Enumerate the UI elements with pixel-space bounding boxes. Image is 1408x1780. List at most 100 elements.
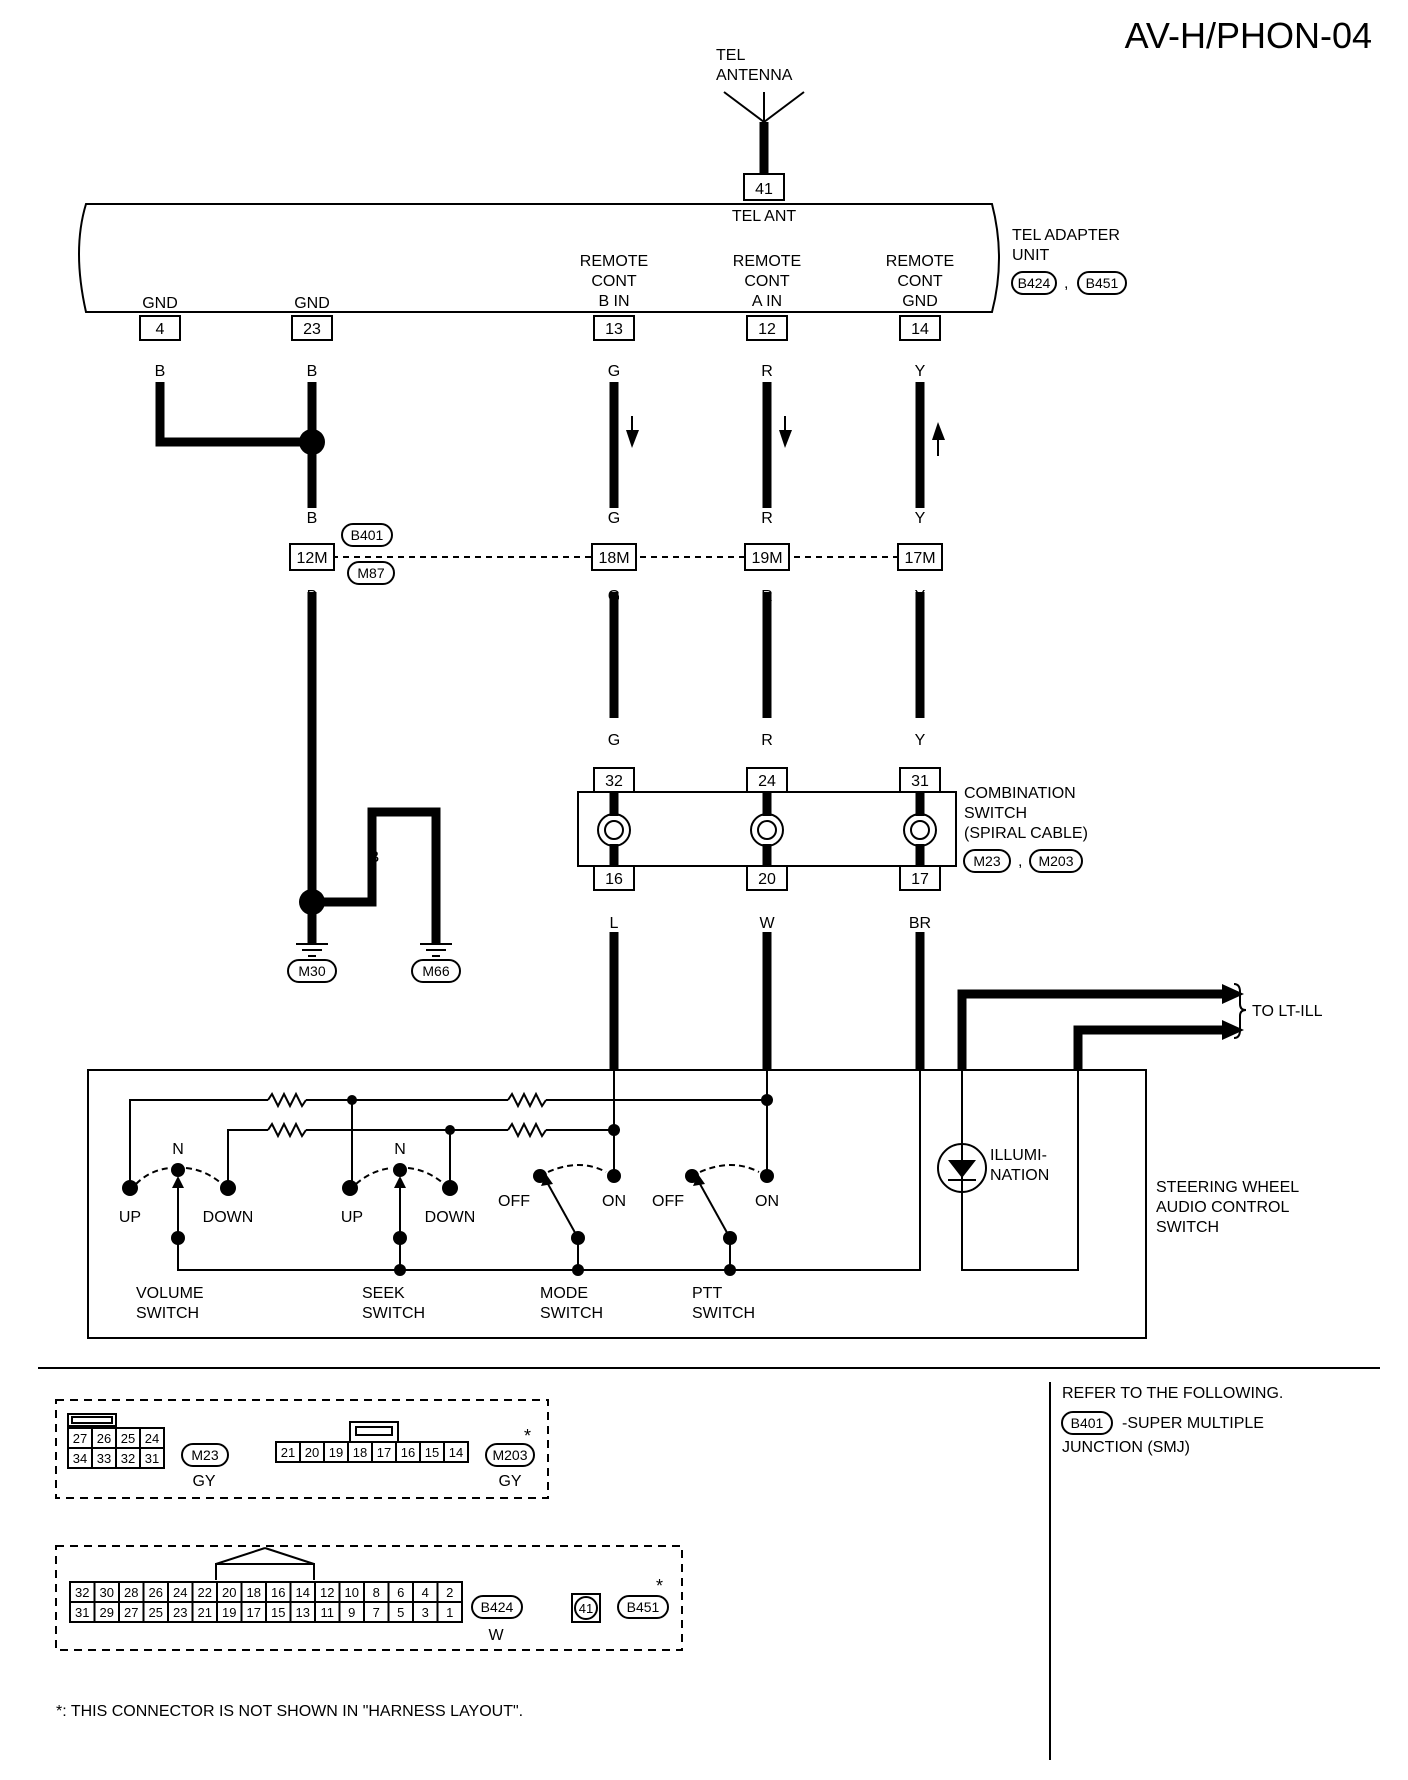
svg-text:OFF: OFF <box>498 1193 530 1210</box>
arrow-down-b <box>626 430 639 448</box>
pin-number: 6 <box>397 1585 404 1600</box>
pin-number: 28 <box>124 1585 138 1600</box>
svg-text:M30: M30 <box>298 963 325 979</box>
svg-text:CONT: CONT <box>897 273 943 290</box>
pin-number: 14 <box>449 1445 463 1460</box>
connector-pin <box>443 1441 469 1463</box>
pin-number: 27 <box>124 1605 138 1620</box>
svg-text:*: * <box>524 1426 531 1446</box>
pin-number: 16 <box>271 1585 285 1600</box>
pin-number: 18 <box>353 1445 367 1460</box>
tel-adapter-unit-box <box>78 203 1000 313</box>
svg-text:32: 32 <box>605 773 623 790</box>
pin-number: 32 <box>121 1451 135 1466</box>
combination-switch: G R Y 32 24 31 16 20 17 L W BR COMBINATI… <box>577 732 1088 932</box>
svg-text:SWITCH: SWITCH <box>964 805 1027 822</box>
pin-number: 19 <box>329 1445 343 1460</box>
antenna-pin-label: TEL ANT <box>732 208 797 225</box>
pin-number: 17 <box>247 1605 261 1620</box>
pin-number: 32 <box>75 1585 89 1600</box>
svg-text:JUNCTION (SMJ): JUNCTION (SMJ) <box>1062 1439 1190 1456</box>
connector-badge-b424 <box>1011 271 1057 295</box>
pin-number: 31 <box>145 1451 159 1466</box>
svg-text:REFER TO THE FOLLOWING.: REFER TO THE FOLLOWING. <box>1062 1385 1283 1402</box>
wire-gnd-4 <box>155 382 312 447</box>
svg-text:M203: M203 <box>492 1447 527 1463</box>
svg-text:M203: M203 <box>1038 853 1073 869</box>
pin-number: 15 <box>425 1445 439 1460</box>
pin-number: 15 <box>271 1605 285 1620</box>
svg-text:-SUPER MULTIPLE: -SUPER MULTIPLE <box>1122 1415 1264 1432</box>
svg-text:B424: B424 <box>1018 275 1051 291</box>
wire-lt-ill-1 <box>957 989 1222 1070</box>
svg-text:31: 31 <box>911 773 929 790</box>
resistor-2 <box>507 1091 547 1109</box>
pin-number: 25 <box>121 1431 135 1446</box>
pin-number: 9 <box>348 1605 355 1620</box>
svg-text:B: B <box>307 588 318 605</box>
arrow-down-a <box>779 430 792 448</box>
svg-text:Y: Y <box>915 588 926 605</box>
svg-text:24: 24 <box>758 773 776 790</box>
pin-number: 19 <box>222 1605 236 1620</box>
svg-text:R: R <box>761 588 773 605</box>
svg-text:B424: B424 <box>481 1599 514 1615</box>
svg-text:CONT: CONT <box>744 273 790 290</box>
svg-text:REMOTE: REMOTE <box>580 253 648 270</box>
ground-symbol-m66: M66 <box>411 943 461 983</box>
connector-pin <box>139 1447 165 1469</box>
adapter-pin-remote-gnd: REMOTE CONT GND 14 Y <box>886 253 954 380</box>
svg-text:ON: ON <box>602 1193 626 1210</box>
footnote: *: THIS CONNECTOR IS NOT SHOWN IN "HARNE… <box>56 1703 523 1720</box>
svg-text:13: 13 <box>605 321 623 338</box>
svg-text:G: G <box>608 363 620 380</box>
steering-wheel-switch: STEERING WHEEL AUDIO CONTROL SWITCH N UP <box>87 1069 1299 1339</box>
svg-text:W: W <box>488 1627 504 1644</box>
wire-ground-m66 <box>312 807 441 944</box>
svg-text:SEEK: SEEK <box>362 1285 405 1302</box>
svg-text:N: N <box>172 1141 184 1158</box>
svg-text:GND: GND <box>294 295 330 312</box>
connector-badge-m203 <box>1029 849 1083 873</box>
svg-text:4: 4 <box>156 321 165 338</box>
pin-number: 11 <box>321 1605 335 1620</box>
resistor-3 <box>267 1121 307 1139</box>
tel-adapter-title-2: UNIT <box>1012 247 1050 264</box>
pin-number: 24 <box>173 1585 187 1600</box>
svg-text:20: 20 <box>758 871 776 888</box>
svg-text:GY: GY <box>192 1473 215 1490</box>
connector-badge-b401 <box>341 523 393 547</box>
svg-text:G: G <box>608 510 620 527</box>
svg-text:PTT: PTT <box>692 1285 722 1302</box>
pin-number: 2 <box>446 1585 453 1600</box>
svg-text:Y: Y <box>915 363 926 380</box>
svg-text:ON: ON <box>755 1193 779 1210</box>
svg-text:SWITCH: SWITCH <box>362 1305 425 1322</box>
lt-ill-arrows: TO LT-ILL <box>1222 983 1323 1040</box>
page-id: AV-H/PHON-04 <box>1125 15 1372 56</box>
svg-text:17M: 17M <box>904 550 935 567</box>
svg-text:B: B <box>431 849 442 866</box>
pin-number: 30 <box>100 1585 114 1600</box>
illumination-led-symbol <box>937 1143 987 1193</box>
common-bus <box>177 1070 921 1271</box>
svg-text:B IN: B IN <box>598 293 629 310</box>
svg-text:G: G <box>608 732 620 749</box>
pin-number: 34 <box>73 1451 87 1466</box>
smj-connector: B G R Y 12M 18M 19M 17M B G R Y B401 M87 <box>289 510 943 605</box>
svg-text:GND: GND <box>142 295 178 312</box>
pin-number: 18 <box>247 1585 261 1600</box>
svg-text:*: * <box>656 1576 663 1596</box>
refer-note: REFER TO THE FOLLOWING. B401 -SUPER MULT… <box>1061 1385 1283 1456</box>
lt-ill-label: TO LT-ILL <box>1252 1003 1323 1020</box>
svg-text:NATION: NATION <box>990 1167 1049 1184</box>
grounds: B B B M30 M66 <box>287 849 461 983</box>
svg-text:AUDIO CONTROL: AUDIO CONTROL <box>1156 1199 1289 1216</box>
svg-text:CONT: CONT <box>591 273 637 290</box>
pin-number: 20 <box>222 1585 236 1600</box>
svg-text:BR: BR <box>909 915 931 932</box>
svg-text:SWITCH: SWITCH <box>1156 1219 1219 1236</box>
svg-text:UP: UP <box>119 1209 141 1226</box>
